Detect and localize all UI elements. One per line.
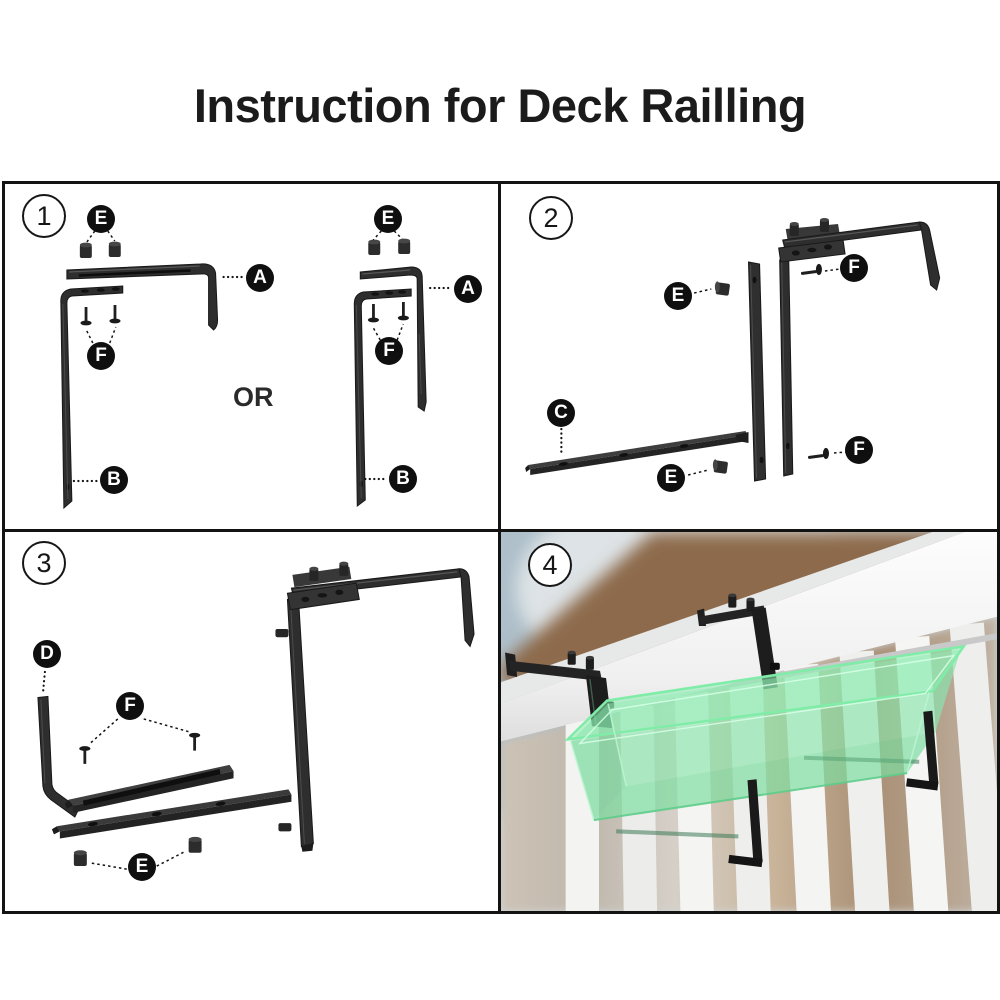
- part-label-e-top: E: [664, 282, 692, 310]
- step-1-illustration: [60, 230, 453, 510]
- part-label-a-right: A: [454, 275, 482, 303]
- l-bracket-b-left-illustration: [60, 285, 124, 510]
- leader-lines: [41, 670, 191, 870]
- part-label-f: F: [116, 692, 144, 720]
- leader-lines-right: [364, 230, 453, 481]
- panel-step-4: 4: [501, 532, 997, 911]
- bracket-arm-a-left-illustration: [66, 263, 219, 331]
- channel-rail-illustration: [64, 764, 234, 813]
- panel-step-1: 1 E A F B E A F B OR: [5, 184, 501, 532]
- mount-plate-illustration: [747, 261, 767, 482]
- part-label-a-left: A: [246, 264, 274, 292]
- part-label-d: D: [33, 640, 61, 668]
- part-label-e-bottom: E: [657, 464, 685, 492]
- part-label-f-left: F: [87, 342, 115, 370]
- l-bracket-b-right-illustration: [353, 288, 412, 507]
- leader-lines-left: [72, 230, 246, 483]
- or-separator-label: OR: [233, 382, 274, 412]
- end-caps-e-left-illustration: [79, 241, 121, 258]
- panel-step-3: 3 D F E: [5, 532, 501, 911]
- right-mounting-bracket: [696, 593, 780, 690]
- screws-f-left-illustration: [80, 305, 121, 326]
- part-label-e-left: E: [87, 205, 115, 233]
- part-label-f-bottom: F: [845, 436, 873, 464]
- screws-f-illustration: [79, 732, 201, 764]
- deck-railing-balusters: [565, 622, 997, 911]
- part-label-f-right: F: [375, 337, 403, 365]
- installed-planter-photo: [501, 532, 997, 911]
- step-number-badge-1: 1: [22, 194, 66, 238]
- bracket-arm-a-right-illustration: [359, 266, 427, 412]
- step-3-illustration: [37, 561, 475, 870]
- hook-bracket-illustration: [778, 218, 941, 477]
- part-label-c: C: [547, 399, 575, 427]
- page-title: Instruction for Deck Railling: [193, 79, 807, 132]
- support-arm-c-illustration: [525, 431, 749, 475]
- part-label-b-right: B: [389, 465, 417, 493]
- instruction-grid: 1 E A F B E A F B OR: [2, 181, 1000, 914]
- part-label-b-left: B: [100, 466, 128, 494]
- end-caps-e-illustration: [712, 281, 730, 474]
- step-number-badge-3: 3: [22, 541, 66, 585]
- part-label-e-right: E: [374, 205, 402, 233]
- screws-f-right-illustration: [367, 302, 409, 323]
- front-support-bars: [728, 710, 939, 868]
- part-label-e: E: [128, 853, 156, 881]
- leader-lines: [560, 268, 847, 476]
- step-number-badge-2: 2: [529, 196, 573, 240]
- step-2-illustration: [525, 218, 941, 482]
- panel-step-2: 2 E F C E F: [501, 184, 997, 532]
- step-number-badge-4: 4: [528, 543, 572, 587]
- part-label-f-top: F: [840, 254, 868, 282]
- hook-bracket-assembled-illustration: [275, 561, 475, 852]
- end-caps-e-illustration: [73, 836, 202, 867]
- flat-rail-illustration: [51, 789, 292, 839]
- planter-box-illustration: [564, 644, 967, 839]
- end-caps-e-right-illustration: [368, 238, 411, 255]
- screws-f-illustration: [800, 263, 829, 460]
